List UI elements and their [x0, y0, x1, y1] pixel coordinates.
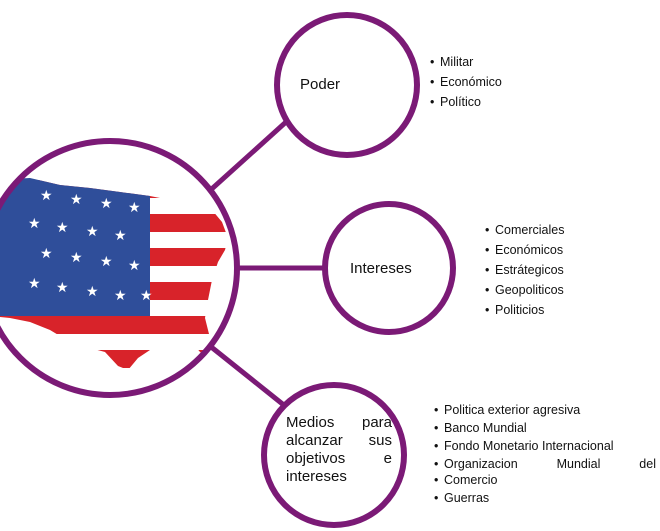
usa-flag-map-icon: ★ ★ ★ ★ ★ ★ ★ ★ ★ ★ ★ ★ ★ ★ ★ ★ ★ — [0, 141, 237, 395]
node-circle-intereses — [322, 201, 456, 335]
list-item-continuation: Comercio — [434, 472, 656, 488]
svg-text:★: ★ — [86, 283, 99, 299]
node-label-medios-line: Medios para — [286, 414, 392, 431]
list-item: Politicios — [485, 300, 564, 320]
list-item: Politica exterior agresiva — [434, 402, 656, 418]
svg-text:★: ★ — [100, 195, 113, 211]
svg-text:★: ★ — [28, 215, 41, 231]
list-item: Fondo Monetario Internacional — [434, 438, 656, 454]
svg-text:★: ★ — [70, 249, 83, 265]
svg-text:★: ★ — [86, 223, 99, 239]
list-item: Político — [430, 92, 502, 112]
svg-text:★: ★ — [70, 191, 83, 207]
svg-text:★: ★ — [40, 187, 53, 203]
list-item: Económico — [430, 72, 502, 92]
node-label-medios-line: alcanzar sus — [286, 432, 392, 449]
list-item: Geopoliticos — [485, 280, 564, 300]
list-medios: Politica exterior agresiva Banco Mundial… — [434, 402, 656, 508]
svg-text:★: ★ — [28, 275, 41, 291]
connector-medios — [203, 340, 292, 412]
node-label-medios: Medios para alcanzar sus objetivos e int… — [286, 414, 392, 486]
node-circle-poder — [274, 12, 420, 158]
center-circle — [0, 138, 240, 398]
svg-text:★: ★ — [128, 199, 141, 215]
list-item: Estrátegicos — [485, 260, 564, 280]
list-poder: Militar Económico Político — [430, 52, 502, 112]
list-intereses: Comerciales Económicos Estrátegicos Geop… — [485, 220, 564, 320]
list-item: Comerciales — [485, 220, 564, 240]
svg-text:★: ★ — [56, 279, 69, 295]
svg-text:★: ★ — [100, 253, 113, 269]
svg-text:★: ★ — [114, 287, 127, 303]
svg-text:★: ★ — [140, 287, 153, 303]
node-label-medios-line: objetivos e — [286, 450, 392, 467]
connector-poder — [203, 120, 288, 197]
svg-text:★: ★ — [56, 219, 69, 235]
svg-text:★: ★ — [40, 245, 53, 261]
svg-text:★: ★ — [128, 257, 141, 273]
node-circle-medios — [261, 382, 407, 528]
node-label-poder: Poder — [300, 76, 341, 93]
list-item: Económicos — [485, 240, 564, 260]
list-item: Banco Mundial — [434, 420, 656, 436]
list-item-continuation-text: Comercio — [444, 473, 498, 487]
list-item: Guerras — [434, 490, 656, 506]
list-item: Militar — [430, 52, 502, 72]
list-item: Organizacion Mundial del — [434, 456, 656, 472]
node-label-medios-line: intereses — [286, 468, 347, 485]
svg-text:★: ★ — [114, 227, 127, 243]
node-label-intereses: Intereses — [350, 260, 412, 277]
